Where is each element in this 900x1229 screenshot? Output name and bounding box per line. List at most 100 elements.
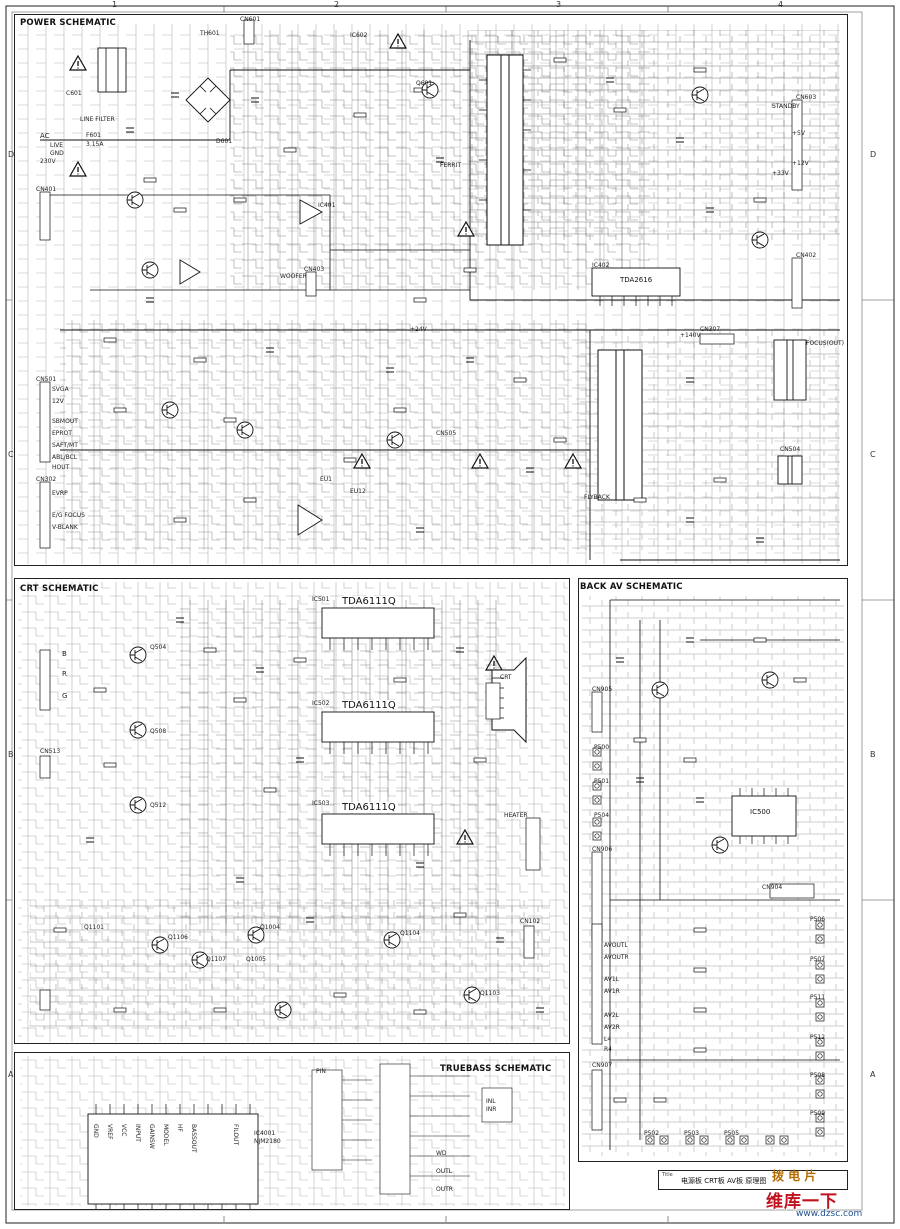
truebass-pin-filout: FILOUT: [232, 1124, 239, 1146]
p501-label: P501: [594, 778, 610, 785]
signal-focus-label: E/G FOCUS: [52, 512, 85, 519]
grid-column-1: 1: [112, 0, 118, 9]
av-av2r-label: AV2R: [604, 1024, 620, 1031]
ic500-label: IC500: [748, 808, 773, 816]
signal-abl-label: ABL/BCL: [52, 454, 78, 461]
p507-label: P507: [810, 956, 826, 963]
crt-tube-label: CRT: [500, 674, 512, 681]
rail-12v-label: +12V: [792, 160, 809, 167]
d601-label: D601: [216, 138, 233, 145]
tda2616-label: TDA2616: [618, 276, 655, 284]
truebass-pin-bassout: BASSOUT: [190, 1124, 197, 1153]
p509-label: P509: [810, 1110, 826, 1117]
back-av-schematic-title: BACK AV SCHEMATIC: [580, 582, 683, 592]
truebass-pin-gnd: GND: [92, 1124, 99, 1138]
rail-140v-label: +140V: [680, 332, 701, 339]
ic602-label: IC602: [350, 32, 368, 39]
signal-sbmout-label: SBMOUT: [52, 418, 78, 425]
signal-svga-label: SVGA: [52, 386, 69, 393]
grid-column-2: 2: [334, 0, 340, 9]
heater-label: HEATER: [504, 812, 528, 819]
focus-out-label: FOCUS(OUT): [806, 340, 845, 347]
thermistor-label: TH601: [200, 30, 220, 37]
ic401-label: IC401: [318, 202, 336, 209]
back-av-schematic-panel: [578, 578, 848, 1162]
q1103-label: Q1103: [480, 990, 500, 997]
grid-row-a: A: [8, 1070, 14, 1079]
rail-5v-label: +5V: [792, 130, 805, 137]
signal-eprot-label: EPROT: [52, 430, 72, 437]
tda6111-label-2: TDA6111Q: [340, 700, 398, 711]
truebass-schematic-title: TRUEBASS SCHEMATIC: [440, 1064, 552, 1074]
cn403-label: CN403: [304, 266, 325, 273]
truebass-schematic-panel: [14, 1052, 570, 1210]
truebass-ic-part: NJM2180: [254, 1138, 281, 1145]
p506-label: P506: [810, 916, 826, 923]
cn904-label: CN904: [762, 884, 783, 891]
truebass-pin-vref: VREF: [106, 1124, 113, 1140]
truebass-pin-vcc: VCC: [120, 1124, 127, 1137]
q1004-label: Q1004: [260, 924, 280, 931]
c601-label: C601: [66, 90, 82, 97]
truebass-inl-label: INL: [486, 1098, 496, 1105]
grid-row-c: C: [8, 450, 14, 459]
av-avoutr-label: AVOUTR: [604, 954, 629, 961]
power-schematic-title: POWER SCHEMATIC: [20, 18, 116, 28]
diode-eu1-label: EU1: [320, 476, 332, 483]
crt-red-input-label: R: [62, 670, 67, 678]
truebass-ic-label: IC4001: [254, 1130, 276, 1137]
mains-voltage-label: 230V: [40, 158, 56, 165]
rail-24v-label: +24V: [410, 326, 427, 333]
truebass-pin-label: PIN: [316, 1068, 326, 1075]
p512-label: P512: [810, 1034, 826, 1041]
q512-label: Q512: [150, 802, 167, 809]
truebass-pin-model: MODEL: [162, 1124, 169, 1146]
truebass-outl-label: OUTL: [436, 1168, 453, 1175]
truebass-outr-label: OUTR: [436, 1186, 453, 1193]
power-schematic-panel: [14, 14, 848, 566]
truebass-inr-label: INR: [486, 1106, 497, 1113]
line-filter-label: LINE FILTER: [80, 116, 115, 123]
title-block: Title 电源板 CRT板 AV板 原理图: [658, 1170, 848, 1190]
signal-evrp-label: EVRP: [52, 490, 68, 497]
cn401-label: CN401: [36, 186, 57, 193]
q601-label: Q601: [416, 80, 433, 87]
watermark-logo: 拨 电 片 维库一下 www.dzsc.com: [756, 1167, 896, 1225]
q1101-label: Q1101: [84, 924, 104, 931]
fuse-label: F601: [86, 132, 101, 139]
live-label: LIVE: [50, 142, 64, 149]
crt-schematic-panel: [14, 578, 570, 1044]
diode-eu12-label: EU12: [350, 488, 366, 495]
p504-label: P504: [594, 812, 610, 819]
cn302-label: CN302: [36, 476, 57, 483]
p502-label: P502: [644, 1130, 660, 1137]
watermark-url: www.dzsc.com: [796, 1209, 863, 1219]
grid-row-d: D: [8, 150, 15, 159]
tda6111-label-1: TDA6111Q: [340, 596, 398, 607]
woofer-label: WOOFER: [280, 273, 307, 280]
ic402-label: IC402: [592, 262, 610, 269]
ic503-label: IC503: [312, 800, 330, 807]
cn906-label: CN906: [592, 846, 613, 853]
truebass-wd-label: WD: [436, 1150, 447, 1157]
signal-hout-label: HOUT: [52, 464, 70, 471]
truebass-pin-input: INPUT: [134, 1124, 141, 1142]
av-av1r-label: AV1R: [604, 988, 620, 995]
signal-saft-label: SAFT/MT: [52, 442, 78, 449]
crt-green-input-label: G: [62, 692, 68, 700]
q1107-label: Q1107: [206, 956, 226, 963]
truebass-pin-hf: HF: [176, 1124, 183, 1132]
crt-schematic-title: CRT SCHEMATIC: [20, 584, 99, 594]
flyback-label: FLYBACK: [584, 494, 610, 501]
grid-row-b: B: [8, 750, 14, 759]
p508-label: P508: [810, 1072, 826, 1079]
cn505-label: CN505: [436, 430, 457, 437]
watermark-main: 维库一下: [766, 1192, 838, 1212]
p503-label: P503: [684, 1130, 700, 1137]
av-l4-label: L4: [604, 1036, 612, 1043]
grid-row-c-right: C: [870, 450, 876, 459]
av-r4-label: R4: [604, 1046, 612, 1053]
cn907-label: CN907: [592, 1062, 613, 1069]
